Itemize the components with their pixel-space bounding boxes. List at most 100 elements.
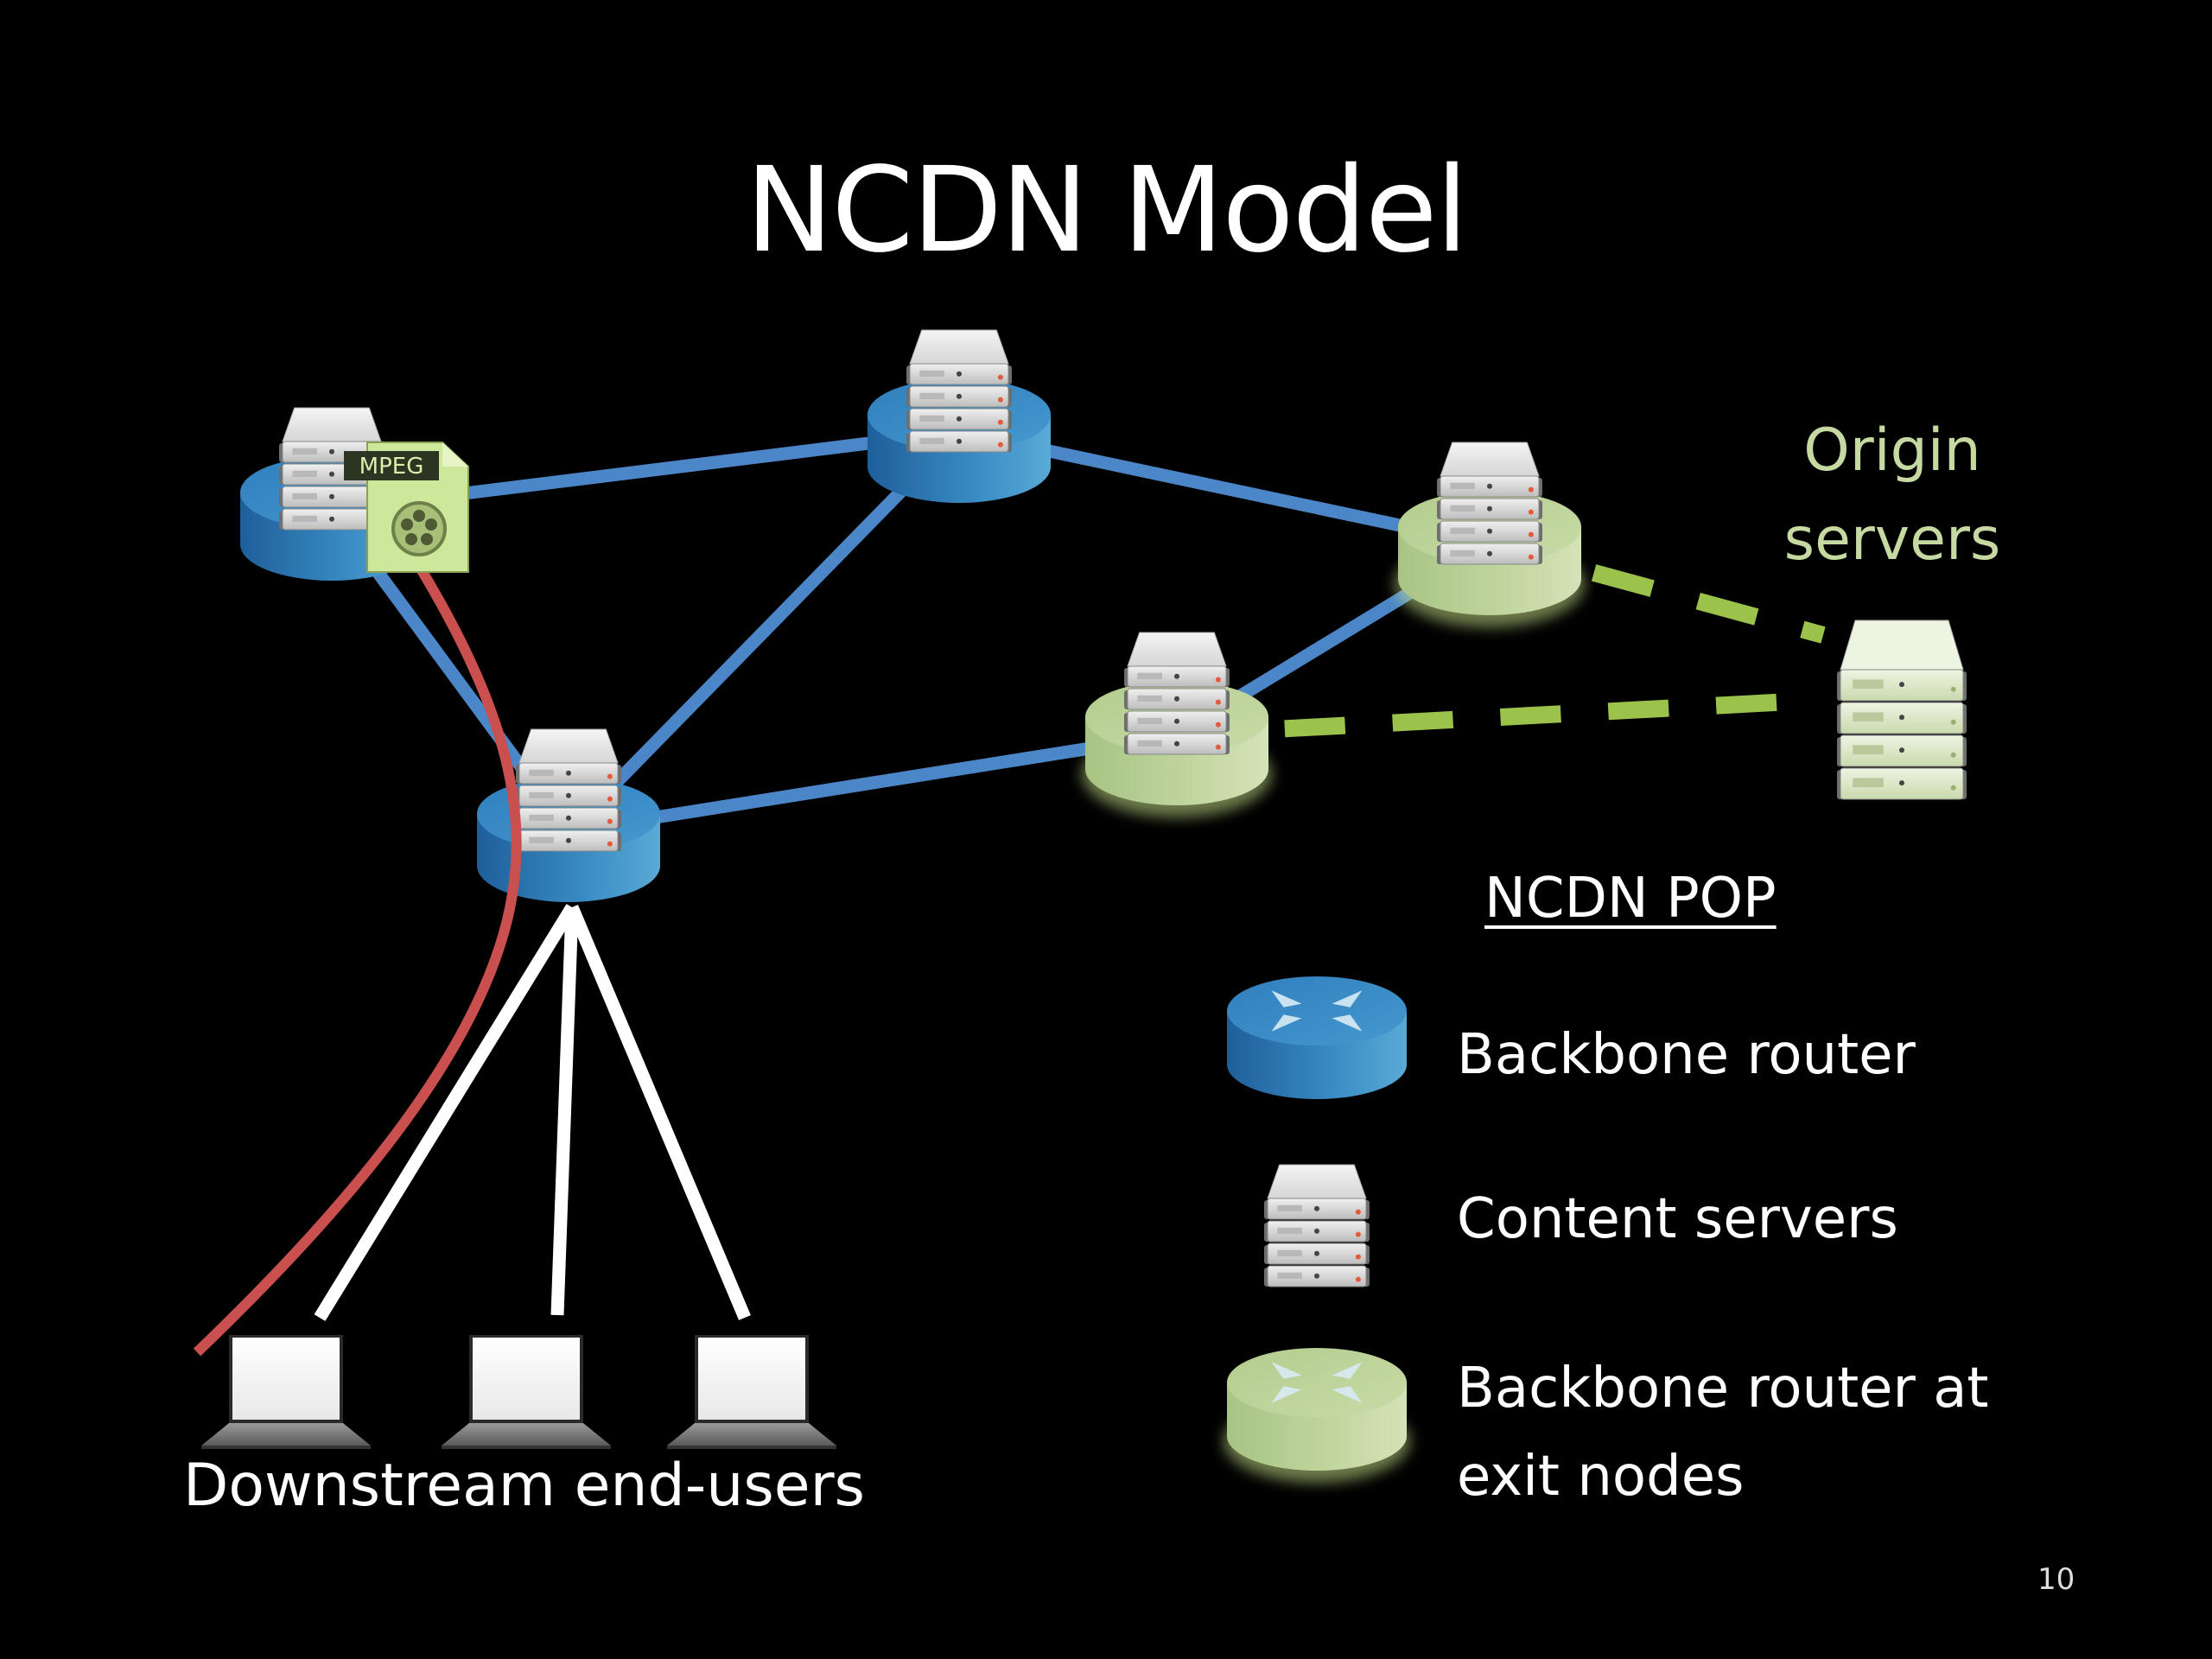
server-status-led bbox=[1528, 531, 1534, 537]
server-led bbox=[566, 837, 571, 843]
laptop-screen bbox=[232, 1338, 340, 1420]
server-status-led bbox=[607, 773, 613, 779]
server-status-led bbox=[607, 796, 613, 802]
server-status-led bbox=[997, 374, 1003, 380]
node-b-backbone-router bbox=[868, 329, 1051, 503]
legend-exit-line-1: Backbone router at bbox=[1457, 1357, 1989, 1421]
server-label-plate bbox=[1137, 695, 1162, 702]
server-label-plate bbox=[1277, 1272, 1302, 1280]
laptop-keyboard-base bbox=[201, 1423, 371, 1446]
legend-exit-router-icon bbox=[1224, 1348, 1410, 1483]
server-led bbox=[329, 448, 334, 454]
film-reel-hole bbox=[405, 533, 417, 545]
server-status-led bbox=[1950, 785, 1956, 791]
server-status-led bbox=[1528, 486, 1534, 493]
content-path-layer bbox=[193, 567, 522, 1357]
server-status-led bbox=[1355, 1231, 1361, 1237]
server-label-plate bbox=[1450, 550, 1475, 557]
router-arrow bbox=[1271, 1362, 1302, 1379]
server-led bbox=[566, 792, 571, 798]
user-link bbox=[550, 906, 579, 1316]
server-label-plate bbox=[1137, 672, 1162, 680]
router-arrows-icon bbox=[1271, 1362, 1363, 1403]
server-led bbox=[957, 416, 962, 422]
node-d-exit-router bbox=[1082, 632, 1272, 817]
server-label-plate bbox=[529, 769, 554, 777]
legend-exit-line-2: exit nodes bbox=[1457, 1445, 1745, 1509]
server-status-led bbox=[1950, 719, 1956, 725]
server-label-plate bbox=[529, 791, 554, 799]
server-status-led bbox=[1355, 1254, 1361, 1260]
laptop-screen bbox=[473, 1338, 580, 1420]
laptop-screen bbox=[698, 1338, 805, 1420]
node-e-exit-router bbox=[1395, 442, 1585, 627]
laptop-keyboard-base bbox=[667, 1423, 836, 1446]
legend-label-backbone-router: Backbone router bbox=[1457, 1023, 1916, 1087]
laptop-keyboard-base bbox=[442, 1423, 611, 1446]
server-status-led bbox=[1215, 744, 1221, 750]
server-status-led bbox=[1950, 752, 1956, 758]
end-users-label: Downstream end-users bbox=[183, 1452, 865, 1520]
mpeg-layer: MPEG bbox=[344, 442, 469, 573]
server-label-plate bbox=[919, 392, 944, 400]
server-led bbox=[957, 393, 962, 399]
server-led bbox=[1174, 718, 1179, 724]
router-top bbox=[1227, 976, 1407, 1046]
server-label-plate bbox=[1853, 712, 1884, 722]
laptops-layer bbox=[201, 1335, 836, 1449]
server-led bbox=[566, 815, 571, 821]
router-arrow bbox=[1271, 1014, 1302, 1032]
server-label-plate bbox=[1450, 505, 1475, 512]
server-led bbox=[1174, 741, 1179, 747]
link-c-d bbox=[567, 728, 1179, 838]
server-top bbox=[1127, 632, 1227, 667]
server-led bbox=[1899, 780, 1904, 786]
server-label-plate bbox=[1853, 679, 1884, 690]
server-led bbox=[329, 471, 334, 477]
server-top bbox=[1267, 1164, 1367, 1199]
server-status-led bbox=[1215, 721, 1221, 728]
server-label-plate bbox=[1137, 740, 1162, 747]
film-reel-hole bbox=[413, 510, 425, 522]
server-status-led bbox=[1355, 1209, 1361, 1215]
node-d-content-servers bbox=[1124, 632, 1230, 755]
laptop-edge bbox=[201, 1446, 371, 1449]
server-label-plate bbox=[292, 448, 317, 455]
server-led bbox=[1487, 483, 1492, 489]
server-led bbox=[566, 770, 571, 776]
server-top bbox=[909, 329, 1009, 365]
router-arrow bbox=[1332, 1386, 1363, 1403]
nodes-layer bbox=[240, 329, 1967, 902]
node-b-content-servers bbox=[906, 329, 1012, 453]
server-status-led bbox=[607, 841, 613, 847]
server-label-plate bbox=[919, 437, 944, 445]
server-led bbox=[957, 438, 962, 444]
server-status-led bbox=[1355, 1276, 1361, 1282]
server-status-led bbox=[1528, 554, 1534, 560]
origin-servers-label: Origin servers bbox=[1763, 406, 2022, 584]
server-led bbox=[1487, 528, 1492, 534]
user-link bbox=[314, 904, 578, 1321]
server-label-plate bbox=[1277, 1227, 1302, 1235]
server-led bbox=[1899, 682, 1904, 688]
server-label-plate bbox=[292, 493, 317, 500]
server-led bbox=[1487, 550, 1492, 556]
mpeg-tag bbox=[344, 451, 439, 480]
server-led bbox=[1899, 747, 1904, 753]
server-led bbox=[329, 493, 334, 499]
mpeg-file-icon: MPEG bbox=[344, 442, 469, 573]
server-led bbox=[1314, 1273, 1319, 1279]
slide-title: NCDN Model bbox=[745, 143, 1469, 279]
film-reel-hole bbox=[421, 533, 433, 545]
legend-label-exit-router: Backbone router at exit nodes bbox=[1457, 1344, 1989, 1521]
user-link bbox=[566, 905, 751, 1320]
server-status-led bbox=[1950, 686, 1956, 692]
server-label-plate bbox=[1853, 778, 1884, 788]
file-corner bbox=[442, 442, 468, 467]
server-led bbox=[1174, 696, 1179, 702]
router-arrows-icon bbox=[1271, 990, 1363, 1032]
router-arrow bbox=[1332, 1014, 1363, 1032]
server-top bbox=[518, 728, 619, 764]
